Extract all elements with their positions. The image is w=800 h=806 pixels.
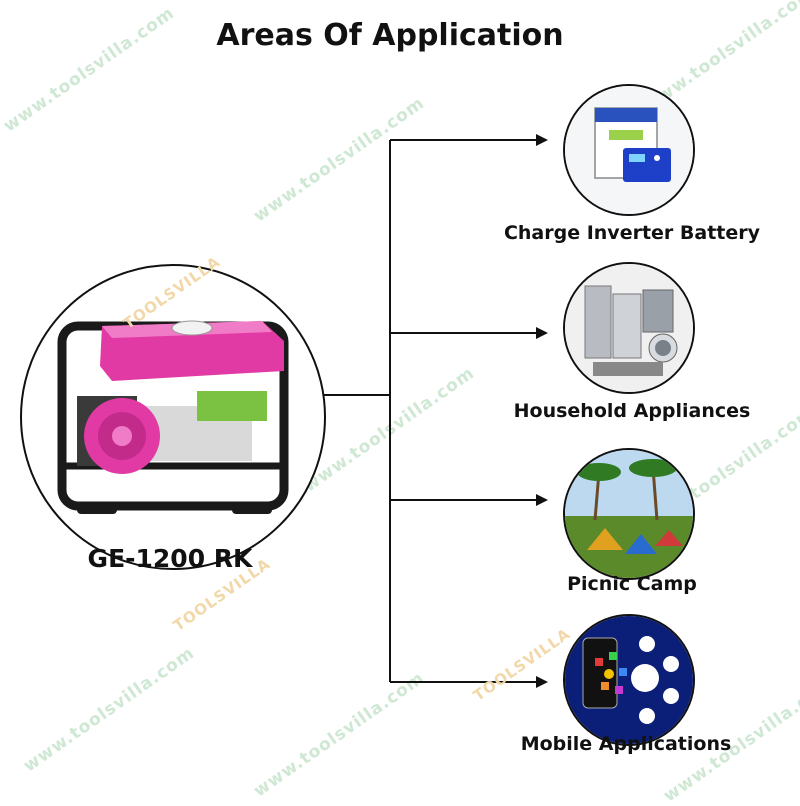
page-title: Areas Of Application xyxy=(216,18,564,53)
application-label: Picnic Camp xyxy=(567,573,697,595)
product-model-label: GE-1200 RK xyxy=(87,544,253,573)
inverter-battery-icon xyxy=(565,86,693,214)
mobile-applications-image xyxy=(563,614,695,746)
picnic-camp-icon xyxy=(565,450,693,578)
generator-image xyxy=(20,264,326,570)
household-appliances-icon xyxy=(565,264,693,392)
generator-icon xyxy=(57,320,289,514)
inverter-battery-image xyxy=(563,84,695,216)
application-label: Charge Inverter Battery xyxy=(503,222,761,244)
application-label: Mobile Applications xyxy=(520,733,732,755)
application-label: Household Appliances xyxy=(513,400,751,422)
household-appliances-image xyxy=(563,262,695,394)
mobile-applications-icon xyxy=(565,616,693,744)
picnic-camp-image xyxy=(563,448,695,580)
